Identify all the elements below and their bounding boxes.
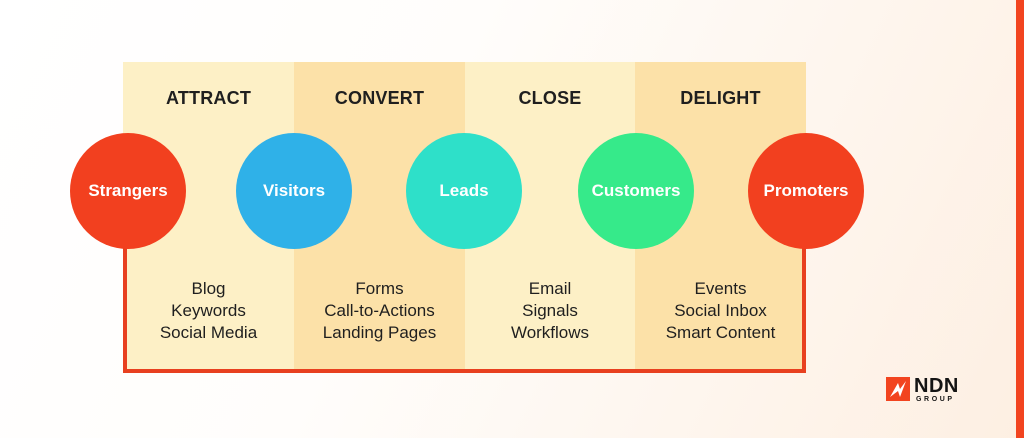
stage-tools-convert: Forms Call-to-Actions Landing Pages [294,278,465,344]
node-visitors: Visitors [236,133,352,249]
tool-item: Keywords [171,301,246,320]
stage-title-close: CLOSE [518,88,582,108]
accent-strip [1016,0,1024,438]
tool-item: Call-to-Actions [324,301,435,320]
stage-title-delight: DELIGHT [680,88,761,108]
tool-item: Email [528,279,572,298]
tool-item: Forms [355,279,404,298]
stage-title-convert: CONVERT [334,88,425,108]
tool-item: Events [694,279,747,298]
node-promoters: Promoters [748,133,864,249]
tool-item: Social Media [159,323,258,342]
tool-item: Signals [522,301,578,320]
node-leads: Leads [406,133,522,249]
logo-wordmark: NDN [914,375,959,397]
stage-tools-delight: Events Social Inbox Smart Content [635,278,806,344]
tool-item: Blog [191,279,226,298]
stage-tools-close: Email Signals Workflows [465,278,635,344]
ndn-logo-icon [886,377,910,401]
flow-connector-line [123,190,806,373]
stage-title-attract: ATTRACT [165,88,252,108]
stage-tools-attract: Blog Keywords Social Media [123,278,294,344]
node-customers: Customers [578,133,694,249]
node-strangers: Strangers [70,133,186,249]
ndn-group-logo: NDN GROUP [886,375,976,405]
tool-item: Landing Pages [322,323,437,342]
logo-subtext: GROUP [916,396,955,403]
tool-item: Social Inbox [674,301,767,320]
tool-item: Workflows [510,323,590,342]
tool-item: Smart Content [665,323,776,342]
